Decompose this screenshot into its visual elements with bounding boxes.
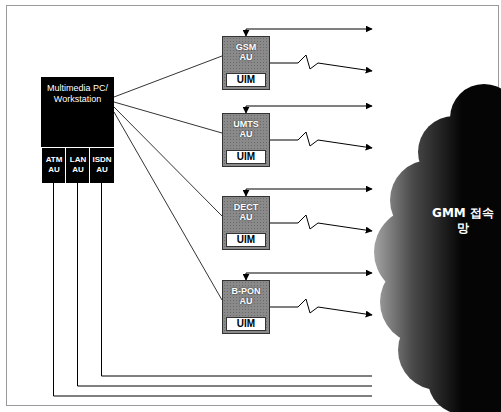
- access-unit-box: LAN AU: [65, 147, 90, 183]
- link-line: [102, 183, 373, 376]
- node-label: GSM AU: [223, 37, 269, 62]
- node-label: UIM: [227, 318, 265, 329]
- wireless-link: [270, 299, 372, 315]
- cloud-body: [472, 110, 501, 402]
- node-label: DECT AU: [223, 197, 269, 222]
- node-label: UIM: [227, 234, 265, 245]
- cloud-shape: [372, 40, 501, 402]
- access-unit-box: ATM AU: [41, 147, 66, 183]
- node-label: Multimedia PC/ Workstation: [41, 77, 114, 105]
- node-label: GMM 접속망: [428, 206, 498, 236]
- link-line: [246, 29, 372, 36]
- wireless-link: [270, 215, 372, 231]
- link-line: [246, 273, 372, 280]
- node-label: ATM AU: [42, 148, 66, 175]
- access-unit-box: GSM AU UIM: [222, 36, 270, 90]
- node-label: B-PON AU: [223, 281, 269, 306]
- node-label: LAN AU: [66, 148, 90, 175]
- access-unit-box: ISDN AU: [89, 147, 114, 183]
- link-line: [114, 107, 222, 216]
- link-line: [114, 112, 222, 300]
- access-unit-box: DECT AU UIM: [222, 196, 270, 250]
- link-line: [246, 189, 372, 196]
- workstation-box: Multimedia PC/ WorkstationATM AULAN AUIS…: [41, 77, 114, 183]
- wireless-link: [270, 132, 372, 148]
- node-label: UMTS AU: [223, 114, 269, 139]
- link-line: [114, 56, 222, 97]
- link-line: [114, 102, 222, 133]
- node-label: ISDN AU: [90, 148, 114, 175]
- node-label: UIM: [227, 151, 265, 162]
- access-unit-box: UMTS AU UIM: [222, 113, 270, 167]
- network-cloud: GMM 접속망: [372, 40, 501, 402]
- uim-box: UIM: [226, 73, 266, 87]
- access-unit-box: B-PON AU UIM: [222, 280, 270, 334]
- link-line: [54, 183, 373, 396]
- uim-box: UIM: [226, 317, 266, 331]
- node-label: UIM: [227, 74, 265, 85]
- link-line: [246, 106, 372, 113]
- link-line: [78, 183, 373, 386]
- uim-box: UIM: [226, 150, 266, 164]
- uim-box: UIM: [226, 233, 266, 247]
- wireless-link: [270, 55, 372, 71]
